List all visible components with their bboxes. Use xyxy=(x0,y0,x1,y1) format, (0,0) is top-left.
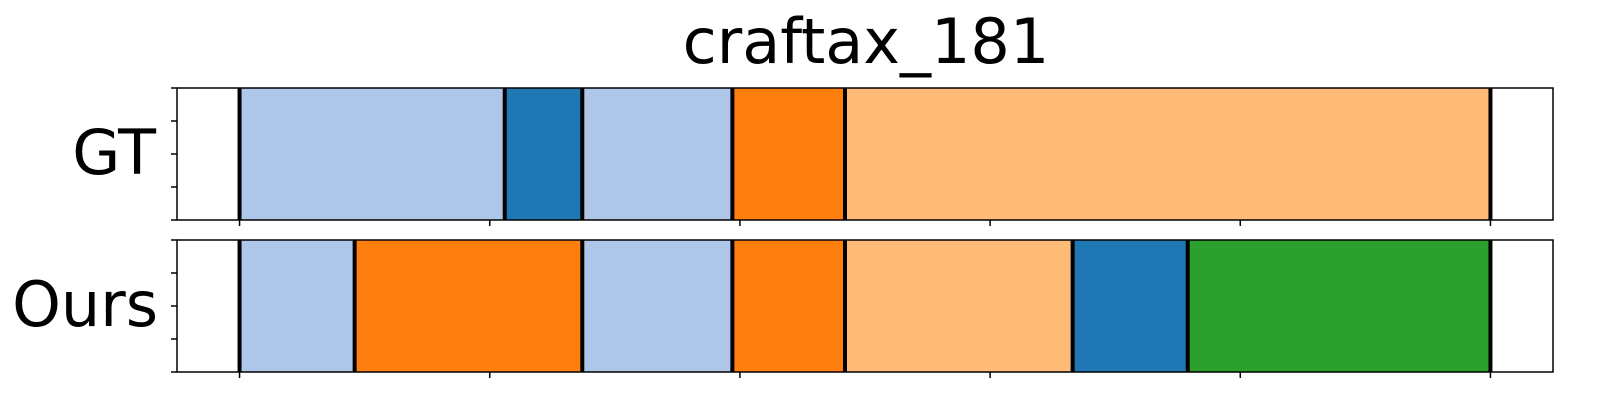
segment-bar xyxy=(582,88,733,220)
segment-bar xyxy=(239,240,355,372)
segment-bar xyxy=(504,88,583,220)
timeline-row: Ours xyxy=(12,239,1554,378)
timeline-row: GT xyxy=(72,87,1554,226)
chart-title: craftax_181 xyxy=(683,5,1050,78)
segment-bar xyxy=(582,240,733,372)
segment-bar xyxy=(844,88,1491,220)
segment-bar xyxy=(1072,240,1188,372)
segment-bar xyxy=(732,88,845,220)
segment-bar xyxy=(732,240,845,372)
segment-bar xyxy=(844,240,1073,372)
segment-bar xyxy=(239,88,505,220)
row-label: GT xyxy=(72,116,157,189)
segment-bar xyxy=(354,240,583,372)
segment-bar xyxy=(1187,240,1491,372)
rows-layer: GT Ours xyxy=(12,87,1554,378)
row-label: Ours xyxy=(12,268,158,341)
